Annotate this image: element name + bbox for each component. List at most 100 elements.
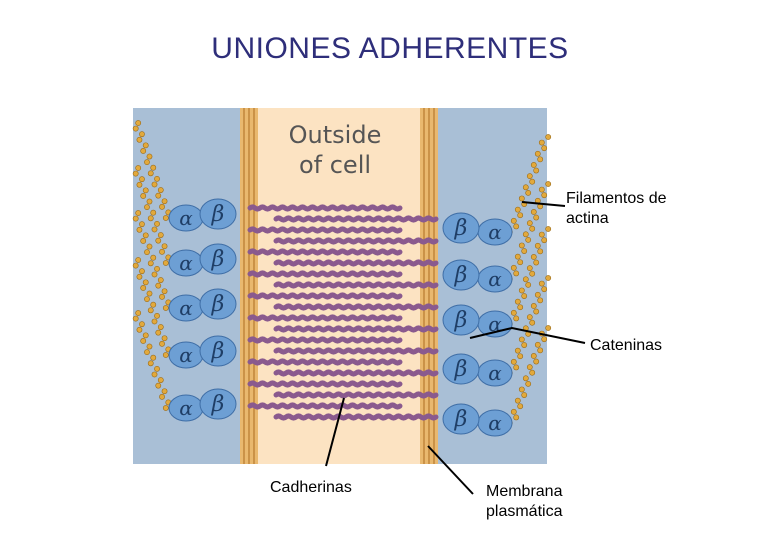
actin-bead <box>142 232 149 239</box>
actin-bead <box>526 265 533 272</box>
actin-bead <box>155 382 162 389</box>
actin-bead <box>132 125 139 132</box>
cadherin-strand <box>247 358 403 366</box>
beta-symbol: β <box>454 263 468 288</box>
actin-bead <box>517 259 524 266</box>
actin-bead <box>159 203 165 210</box>
beta-symbol: β <box>454 357 468 382</box>
actin-bead <box>142 279 149 286</box>
actin-bead <box>541 237 548 244</box>
actin-bead <box>533 167 540 174</box>
beta-catenin <box>442 403 480 435</box>
beta-catenin <box>442 259 480 291</box>
actin-bead <box>157 187 164 193</box>
beta-catenin <box>199 388 237 420</box>
actin-bead <box>545 275 552 281</box>
alpha-symbol: α <box>488 411 502 435</box>
actin-bead <box>530 353 537 359</box>
actin-bead <box>513 315 520 322</box>
actin-bead <box>155 329 162 336</box>
actin-bead <box>146 290 153 297</box>
actin-bead <box>525 189 532 196</box>
actin-bead <box>510 309 517 316</box>
alpha-symbol: α <box>488 220 502 244</box>
actin-bead <box>150 164 157 171</box>
actin-bead <box>530 209 537 215</box>
actin-bead <box>534 242 541 249</box>
alpha-symbol: α <box>179 343 193 367</box>
cadherin-pointer <box>325 397 345 467</box>
actin-bead <box>522 231 529 238</box>
actin-bead <box>517 304 524 311</box>
page-title: UNIONES ADHERENTES <box>211 32 569 65</box>
catenin-complex: αβ <box>442 212 513 246</box>
actin-bead <box>135 257 142 263</box>
cadherin-strand <box>247 226 403 234</box>
actin-bead <box>525 281 532 288</box>
actin-bead <box>132 170 139 177</box>
actin-bead <box>139 221 145 228</box>
actin-bead <box>514 298 521 305</box>
cadherin-strand <box>273 237 439 245</box>
actin-bead <box>161 335 168 342</box>
alpha-symbol: α <box>488 312 502 336</box>
actin-bead <box>161 243 168 250</box>
cadherin-strand <box>273 347 439 355</box>
catenin-complex: αβ <box>442 403 513 437</box>
cadherin-strand <box>247 380 403 388</box>
actin-bead <box>140 193 147 199</box>
actin-bead <box>140 285 147 291</box>
cadherin-strand <box>273 281 439 289</box>
actin-bead <box>510 408 517 415</box>
alpha-symbol: α <box>488 267 502 291</box>
beta-catenin <box>442 353 480 385</box>
catenin-complex: αβ <box>442 259 513 293</box>
cadherin-strand <box>247 204 403 212</box>
actin-bead <box>513 364 520 371</box>
actin-bead <box>136 226 143 233</box>
actin-bead <box>154 365 160 372</box>
actin-bead <box>513 223 520 230</box>
actin-bead <box>533 259 540 266</box>
actin-bead <box>529 369 536 376</box>
actin-bead <box>139 321 145 328</box>
actin-bead <box>146 343 153 350</box>
cadherin-strand <box>273 303 439 311</box>
cadherin-layer <box>247 204 439 421</box>
actin-bead <box>533 214 540 221</box>
actin-bead <box>529 270 536 277</box>
actin-bead <box>136 326 143 333</box>
actin-bead <box>159 340 165 347</box>
actin-bead <box>132 215 139 222</box>
actin-bead <box>157 377 164 383</box>
actin-bead <box>144 204 150 211</box>
beta-catenin <box>199 288 237 320</box>
actin-bead <box>151 226 158 233</box>
beta-symbol: β <box>211 339 225 364</box>
actin-bead <box>513 414 520 421</box>
actin-bead <box>161 388 168 395</box>
beta-catenin <box>442 304 480 336</box>
cadherin-strand <box>273 369 439 377</box>
actin-bead <box>510 217 517 224</box>
actin-bead <box>135 310 142 316</box>
alpha-symbol: α <box>179 206 193 230</box>
beta-symbol: β <box>454 407 468 432</box>
actin-bead <box>139 131 145 138</box>
actin-bead <box>510 264 517 271</box>
actin-bead <box>514 206 521 213</box>
label-membrane: Membrana plasmática <box>486 482 562 522</box>
actin-bead <box>518 386 525 393</box>
actin-bead <box>517 403 524 410</box>
actin-bead <box>510 358 517 365</box>
actin-bead <box>154 175 160 182</box>
alpha-symbol: α <box>179 396 193 420</box>
actin-bead <box>144 296 150 303</box>
actin-bead <box>159 293 165 300</box>
actin-bead <box>522 375 529 382</box>
actin-bead <box>151 271 158 278</box>
cadherin-strand <box>273 259 439 267</box>
